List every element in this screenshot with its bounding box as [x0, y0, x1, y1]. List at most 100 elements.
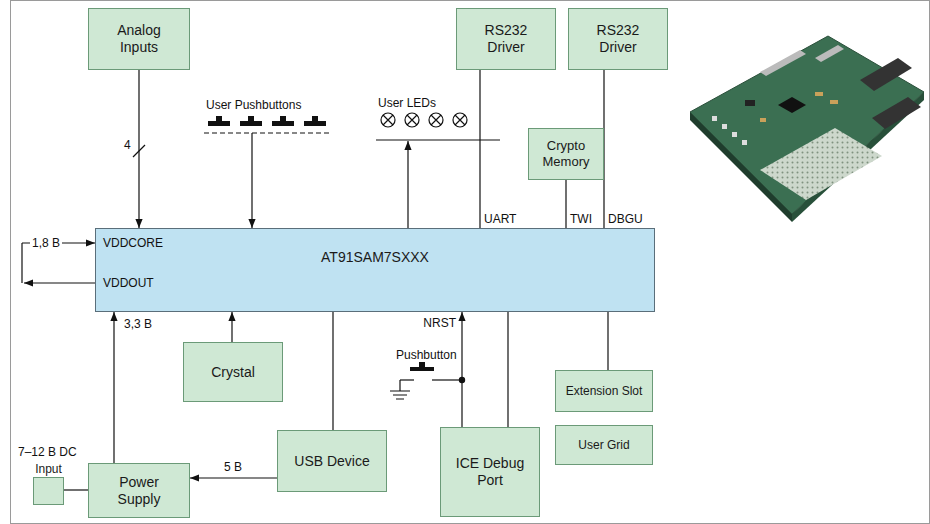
component: [830, 100, 838, 104]
signal-name: DBGU: [608, 213, 643, 225]
led-symbol: [381, 113, 395, 127]
led-symbols: [376, 113, 500, 228]
button-wire: [251, 133, 252, 228]
signal-name: UART: [484, 213, 516, 225]
reset-pushbutton: [390, 362, 465, 399]
signal-name: NRST: [423, 317, 456, 329]
pushbutton-symbol: [419, 362, 425, 367]
block-box: RS232 Driver: [456, 8, 556, 70]
board-top: [690, 36, 924, 214]
block-box: Crystal: [183, 342, 283, 402]
node-text: USB Device: [294, 453, 369, 470]
led-symbol: [383, 115, 393, 125]
led-wire: [407, 141, 408, 228]
loop-wire: [21, 243, 22, 283]
node-text: ICE Debug Port: [451, 455, 529, 489]
block-box: Crypto Memory: [528, 128, 604, 180]
block-box: Analog Inputs: [88, 8, 190, 70]
connector: [461, 312, 462, 427]
pushbutton-symbol: [272, 121, 294, 126]
prototype-grid: [760, 128, 882, 200]
pushbutton-symbol: [208, 121, 230, 126]
loop-wire: [24, 282, 95, 283]
led-symbol: [429, 113, 443, 127]
pushbutton-symbol: [410, 367, 434, 371]
header: [760, 50, 806, 76]
connector: [64, 489, 88, 490]
node-text: User Grid: [578, 438, 629, 452]
serial-connector: [860, 58, 912, 91]
button-bus: [204, 132, 330, 133]
node-text: Analog Inputs: [108, 22, 170, 56]
pushbutton-symbol: [304, 121, 326, 126]
block-box: Power Supply: [88, 463, 190, 518]
input-jack: Input: [33, 477, 64, 505]
group-label: User Pushbuttons: [206, 99, 301, 111]
reset-wire: [400, 379, 414, 380]
pushbutton-symbol: [248, 116, 254, 121]
pushbutton-symbol: [280, 116, 286, 121]
led-symbol: [405, 113, 419, 127]
connector: [479, 70, 480, 228]
pushbutton-symbol: [216, 116, 222, 121]
connector: [231, 312, 232, 342]
pushbutton-symbol: [312, 116, 318, 121]
block-box: User Grid: [555, 425, 653, 465]
node-text: AT91SAM7SXXX: [321, 249, 429, 266]
node-text: Extension Slot: [566, 384, 643, 398]
part-label: Pushbutton: [396, 349, 457, 361]
block-box: RS232 Driver: [568, 8, 668, 70]
led-bus: [376, 139, 500, 140]
block-box: USB Device: [277, 430, 387, 492]
microcontroller-box: AT91SAM7SXXX: [95, 228, 655, 312]
block-box: Extension Slot: [555, 370, 653, 412]
led-symbol: [455, 115, 465, 125]
ground-symbol: [390, 391, 410, 399]
node-text: RS232 Driver: [475, 22, 537, 56]
node-text: Crystal: [211, 364, 255, 381]
signal-name: TWI: [570, 213, 592, 225]
block-box: ICE Debug Port: [440, 427, 540, 517]
component: [815, 92, 823, 96]
connector-label: 5 В: [222, 461, 244, 473]
connector: [113, 312, 114, 463]
chip: [778, 97, 806, 113]
led-symbol: [453, 113, 467, 127]
pin-name: VDDOUT: [103, 277, 154, 289]
board-button: [722, 124, 727, 129]
board-button: [732, 132, 737, 137]
reset-wire: [432, 379, 462, 380]
node-text: Crypto Memory: [535, 138, 597, 169]
node-text: Power Supply: [108, 474, 170, 508]
connector: [190, 477, 277, 478]
group-label: User LEDs: [378, 97, 436, 109]
component: [760, 118, 766, 122]
board-photo: [690, 36, 924, 222]
voltage-label: 1,8 В: [30, 237, 62, 249]
connector: [332, 312, 333, 430]
header: [815, 45, 844, 62]
connector: [507, 312, 508, 427]
led-symbol: [407, 115, 417, 125]
core-voltage-loop: [22, 243, 95, 283]
serial-connector: [872, 97, 921, 129]
led-symbol: [431, 115, 441, 125]
board-button: [742, 140, 747, 145]
voltage-label: 7–12 В DC: [18, 446, 77, 458]
component: [745, 100, 755, 106]
pushbutton-symbol: [240, 121, 262, 126]
ground-wire: [399, 380, 400, 391]
node-text: Input: [35, 462, 62, 476]
connector: [138, 70, 139, 228]
board-button: [712, 116, 717, 121]
connector-label: 4: [122, 139, 133, 151]
frame: [11, 1, 930, 524]
connector: [565, 180, 566, 228]
node-text: RS232 Driver: [587, 22, 649, 56]
connector: [607, 312, 608, 370]
pushbutton-symbols: [204, 116, 330, 228]
connector-label: 3,3 В: [122, 318, 154, 330]
